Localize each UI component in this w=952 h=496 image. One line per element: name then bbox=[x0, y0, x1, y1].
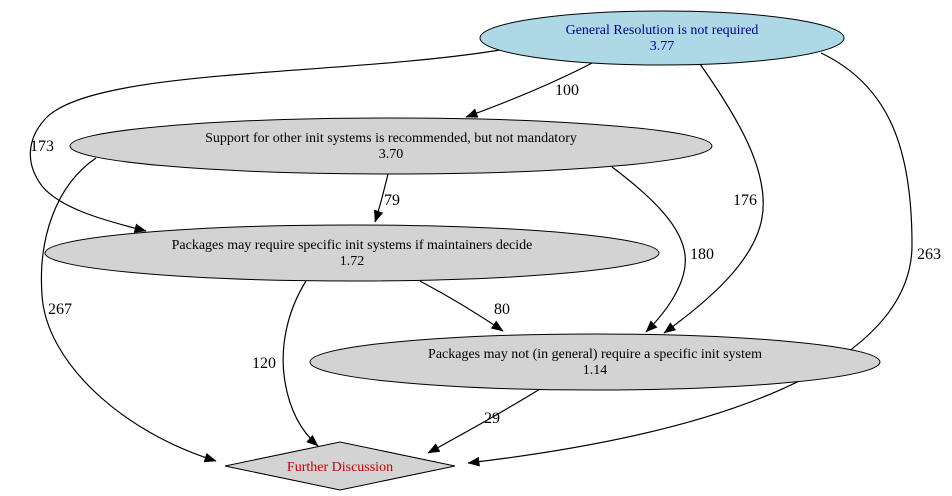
edge-label-gr-to-support: 100 bbox=[555, 82, 579, 99]
notrequire-ellipse bbox=[309, 333, 881, 391]
edge-require-to-fd: 120 bbox=[252, 280, 319, 447]
node-packages-may-not-require: Packages may not (in general) require a … bbox=[309, 333, 881, 391]
node-score-require: 1.72 bbox=[340, 254, 365, 269]
node-score-support: 3.70 bbox=[379, 147, 404, 162]
edge-label-notrequire-to-fd: 29 bbox=[484, 410, 500, 427]
edge-path-support-to-notrequire bbox=[611, 166, 686, 333]
edge-path-support-to-fd bbox=[40, 157, 217, 463]
node-general-resolution-not-required: General Resolution is not required 3.77 bbox=[479, 10, 845, 66]
edge-gr-to-notrequire: 176 bbox=[663, 63, 764, 334]
edge-label-support-to-notrequire: 180 bbox=[690, 246, 714, 263]
edge-gr-to-support: 100 bbox=[465, 60, 597, 118]
edge-notrequire-to-fd: 29 bbox=[427, 388, 541, 454]
edge-path-require-to-fd bbox=[282, 280, 319, 447]
edge-support-to-fd: 267 bbox=[40, 157, 217, 463]
edge-gr-to-fd: 263 bbox=[467, 52, 941, 467]
node-score-gr: 3.77 bbox=[650, 39, 675, 54]
edge-path-notrequire-to-fd bbox=[427, 388, 541, 454]
edge-path-gr-to-support bbox=[465, 60, 597, 118]
edge-support-to-require: 79 bbox=[374, 173, 400, 223]
node-label-fd: Further Discussion bbox=[287, 460, 393, 475]
winner-ellipse bbox=[479, 10, 845, 66]
edge-path-gr-to-notrequire bbox=[663, 63, 764, 334]
node-score-notrequire: 1.14 bbox=[583, 363, 608, 378]
node-label-require: Packages may require specific init syste… bbox=[172, 238, 533, 253]
edge-label-support-to-require: 79 bbox=[384, 192, 400, 209]
edge-label-support-to-fd: 267 bbox=[48, 301, 72, 318]
edge-label-require-to-fd: 120 bbox=[252, 355, 276, 372]
edge-label-require-to-notrequire: 80 bbox=[494, 301, 510, 318]
node-further-discussion: Further Discussion bbox=[224, 441, 456, 491]
further-discussion-diamond bbox=[224, 441, 456, 491]
edge-path-support-to-require bbox=[374, 173, 389, 223]
edge-label-gr-to-notrequire: 176 bbox=[733, 192, 757, 209]
edge-path-gr-to-require bbox=[29, 49, 501, 233]
node-label-support: Support for other init systems is recomm… bbox=[205, 131, 577, 146]
edge-require-to-notrequire: 80 bbox=[419, 280, 510, 332]
edge-path-require-to-notrequire bbox=[419, 280, 504, 332]
node-support-other-init-systems: Support for other init systems is recomm… bbox=[69, 117, 713, 175]
node-packages-may-require: Packages may require specific init syste… bbox=[44, 224, 660, 282]
support-ellipse bbox=[69, 117, 713, 175]
edge-gr-to-require: 173 bbox=[29, 49, 501, 233]
require-ellipse bbox=[44, 224, 660, 282]
node-label-notrequire: Packages may not (in general) require a … bbox=[428, 347, 762, 362]
edge-label-gr-to-require: 173 bbox=[30, 138, 54, 155]
edge-label-gr-to-fd: 263 bbox=[917, 246, 941, 263]
edge-support-to-notrequire: 180 bbox=[611, 166, 714, 333]
node-label-gr: General Resolution is not required bbox=[566, 23, 759, 38]
edge-path-gr-to-fd bbox=[467, 52, 913, 467]
